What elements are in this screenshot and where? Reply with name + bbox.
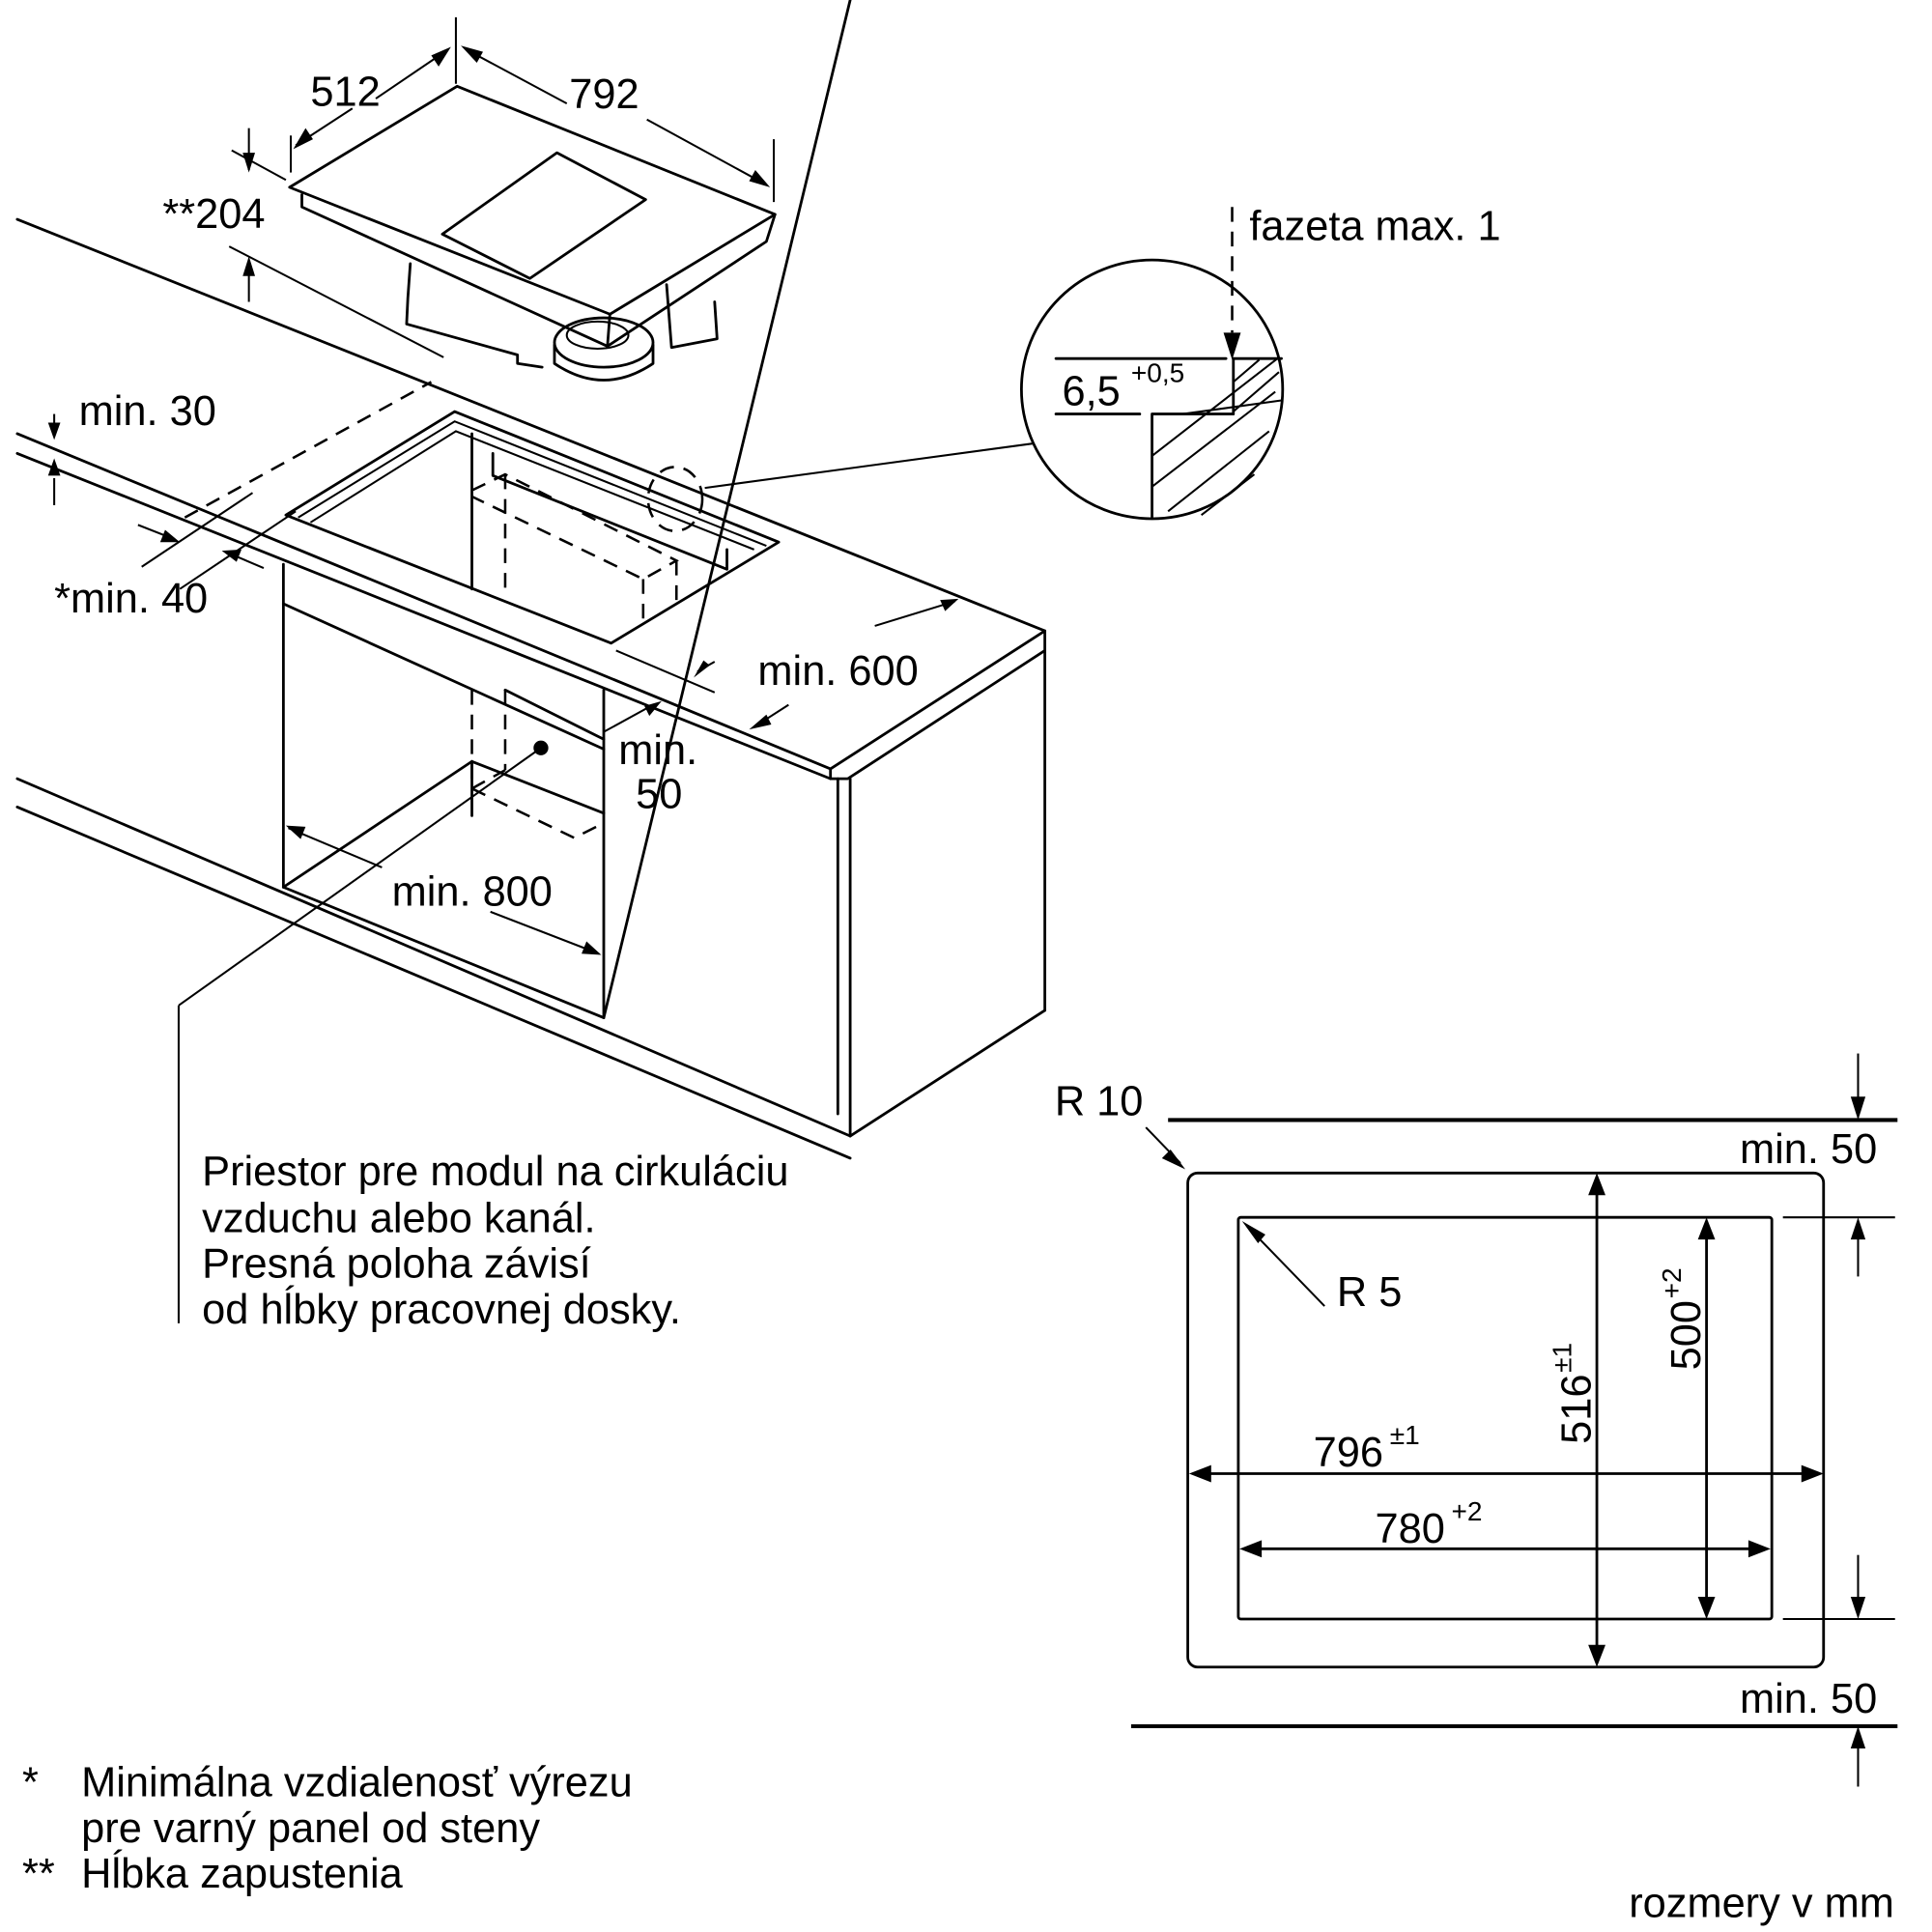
outer-depth-tolerance: ±1 bbox=[1547, 1343, 1577, 1373]
min-800-label: min. 800 bbox=[392, 869, 553, 916]
module-note-line-2: vzduchu alebo kanál. bbox=[202, 1196, 595, 1242]
worktop-front-edge-top bbox=[15, 432, 833, 771]
footnote-1-line-1: Minimálna vzdialenosť výrezu bbox=[81, 1760, 633, 1806]
hob-glass-edge bbox=[300, 193, 777, 348]
hob-housing-left bbox=[405, 262, 544, 369]
module-note-line-1: Priestor pre modul na cirkuláciu bbox=[202, 1149, 788, 1195]
units-label: rozmery v mm bbox=[1629, 1881, 1894, 1927]
module-space-hidden bbox=[470, 472, 679, 623]
wall-back-line bbox=[15, 217, 1047, 633]
hob-depth-label: 512 bbox=[310, 70, 380, 116]
outer-cutout bbox=[1186, 1171, 1826, 1669]
outer-width-tolerance: ±1 bbox=[1390, 1420, 1420, 1450]
inner-depth-tolerance: +2 bbox=[1657, 1267, 1687, 1298]
worktop-front-edge-bottom bbox=[15, 451, 833, 781]
detail-marker bbox=[646, 466, 704, 533]
worktop-right-end bbox=[829, 629, 1047, 781]
hob-housing-right bbox=[665, 283, 719, 350]
hob-fan-base bbox=[553, 343, 655, 382]
cabinet bbox=[281, 0, 1047, 1138]
footnote-1-line-2: pre varný panel od steny bbox=[81, 1805, 540, 1852]
outer-width-label: 796 bbox=[1314, 1430, 1383, 1476]
worktop-dimensions: min. 30 *min. 40 min. 600 min. 50 min. 8… bbox=[47, 388, 959, 955]
rebate-hatching bbox=[1151, 356, 1282, 516]
top-clearance-label: min. 50 bbox=[1740, 1126, 1877, 1173]
installation-depth-label: **204 bbox=[162, 191, 265, 238]
min-40-label: *min. 40 bbox=[54, 576, 208, 622]
inner-depth-label: 500 bbox=[1663, 1300, 1710, 1370]
hob-fan-ring bbox=[553, 316, 655, 369]
outer-depth-label: 516 bbox=[1554, 1375, 1601, 1444]
min-50-label-line1: min. bbox=[618, 727, 697, 774]
outer-radius-label: R 10 bbox=[1055, 1078, 1144, 1124]
footnote-2-mark: ** bbox=[22, 1851, 55, 1897]
hob-top-surface bbox=[288, 84, 777, 316]
min-600-label: min. 600 bbox=[757, 648, 918, 695]
hob-dimensions: 512 792 **204 bbox=[162, 16, 776, 358]
footnote-1-mark: * bbox=[22, 1760, 39, 1806]
module-note-line-3: Presná poloha závisí bbox=[202, 1241, 591, 1288]
inner-width-tolerance: +2 bbox=[1452, 1496, 1483, 1526]
rebate-profile bbox=[1151, 356, 1283, 520]
hob-width-label: 792 bbox=[569, 71, 639, 118]
bottom-clearance-label: min. 50 bbox=[1740, 1676, 1877, 1722]
rebate-value: 6,5 bbox=[1062, 369, 1120, 415]
inner-cutout bbox=[1236, 1215, 1774, 1621]
module-note-line-4: od hĺbky pracovnej dosky. bbox=[202, 1286, 681, 1333]
inner-width-label: 780 bbox=[1375, 1506, 1444, 1552]
rebate-tolerance: +0,5 bbox=[1131, 357, 1184, 387]
hob-extraction-zone bbox=[440, 151, 647, 280]
inner-radius-label: R 5 bbox=[1337, 1269, 1402, 1316]
edge-detail: fazeta max. 1 6,5 +0,5 bbox=[646, 204, 1501, 533]
footnotes: * Minimálna vzdialenosť výrezu pre varný… bbox=[22, 1760, 1894, 1927]
worktop bbox=[15, 217, 1047, 1160]
chamfer-label: fazeta max. 1 bbox=[1249, 204, 1500, 250]
min-50-label-line2: 50 bbox=[636, 772, 682, 818]
module-callout: Priestor pre modul na cirkuláciu vzduchu… bbox=[177, 740, 788, 1333]
hob bbox=[288, 84, 777, 382]
cutout-plan: R 10 R 5 min. 50 min. 50 796 ±1 780 +2 bbox=[1055, 1053, 1898, 1787]
worktop-cutout bbox=[284, 410, 781, 645]
min-30-label: min. 30 bbox=[79, 388, 216, 435]
footnote-2-line-1: Hĺbka zapustenia bbox=[81, 1850, 404, 1897]
hob-fan-inner bbox=[565, 320, 630, 350]
